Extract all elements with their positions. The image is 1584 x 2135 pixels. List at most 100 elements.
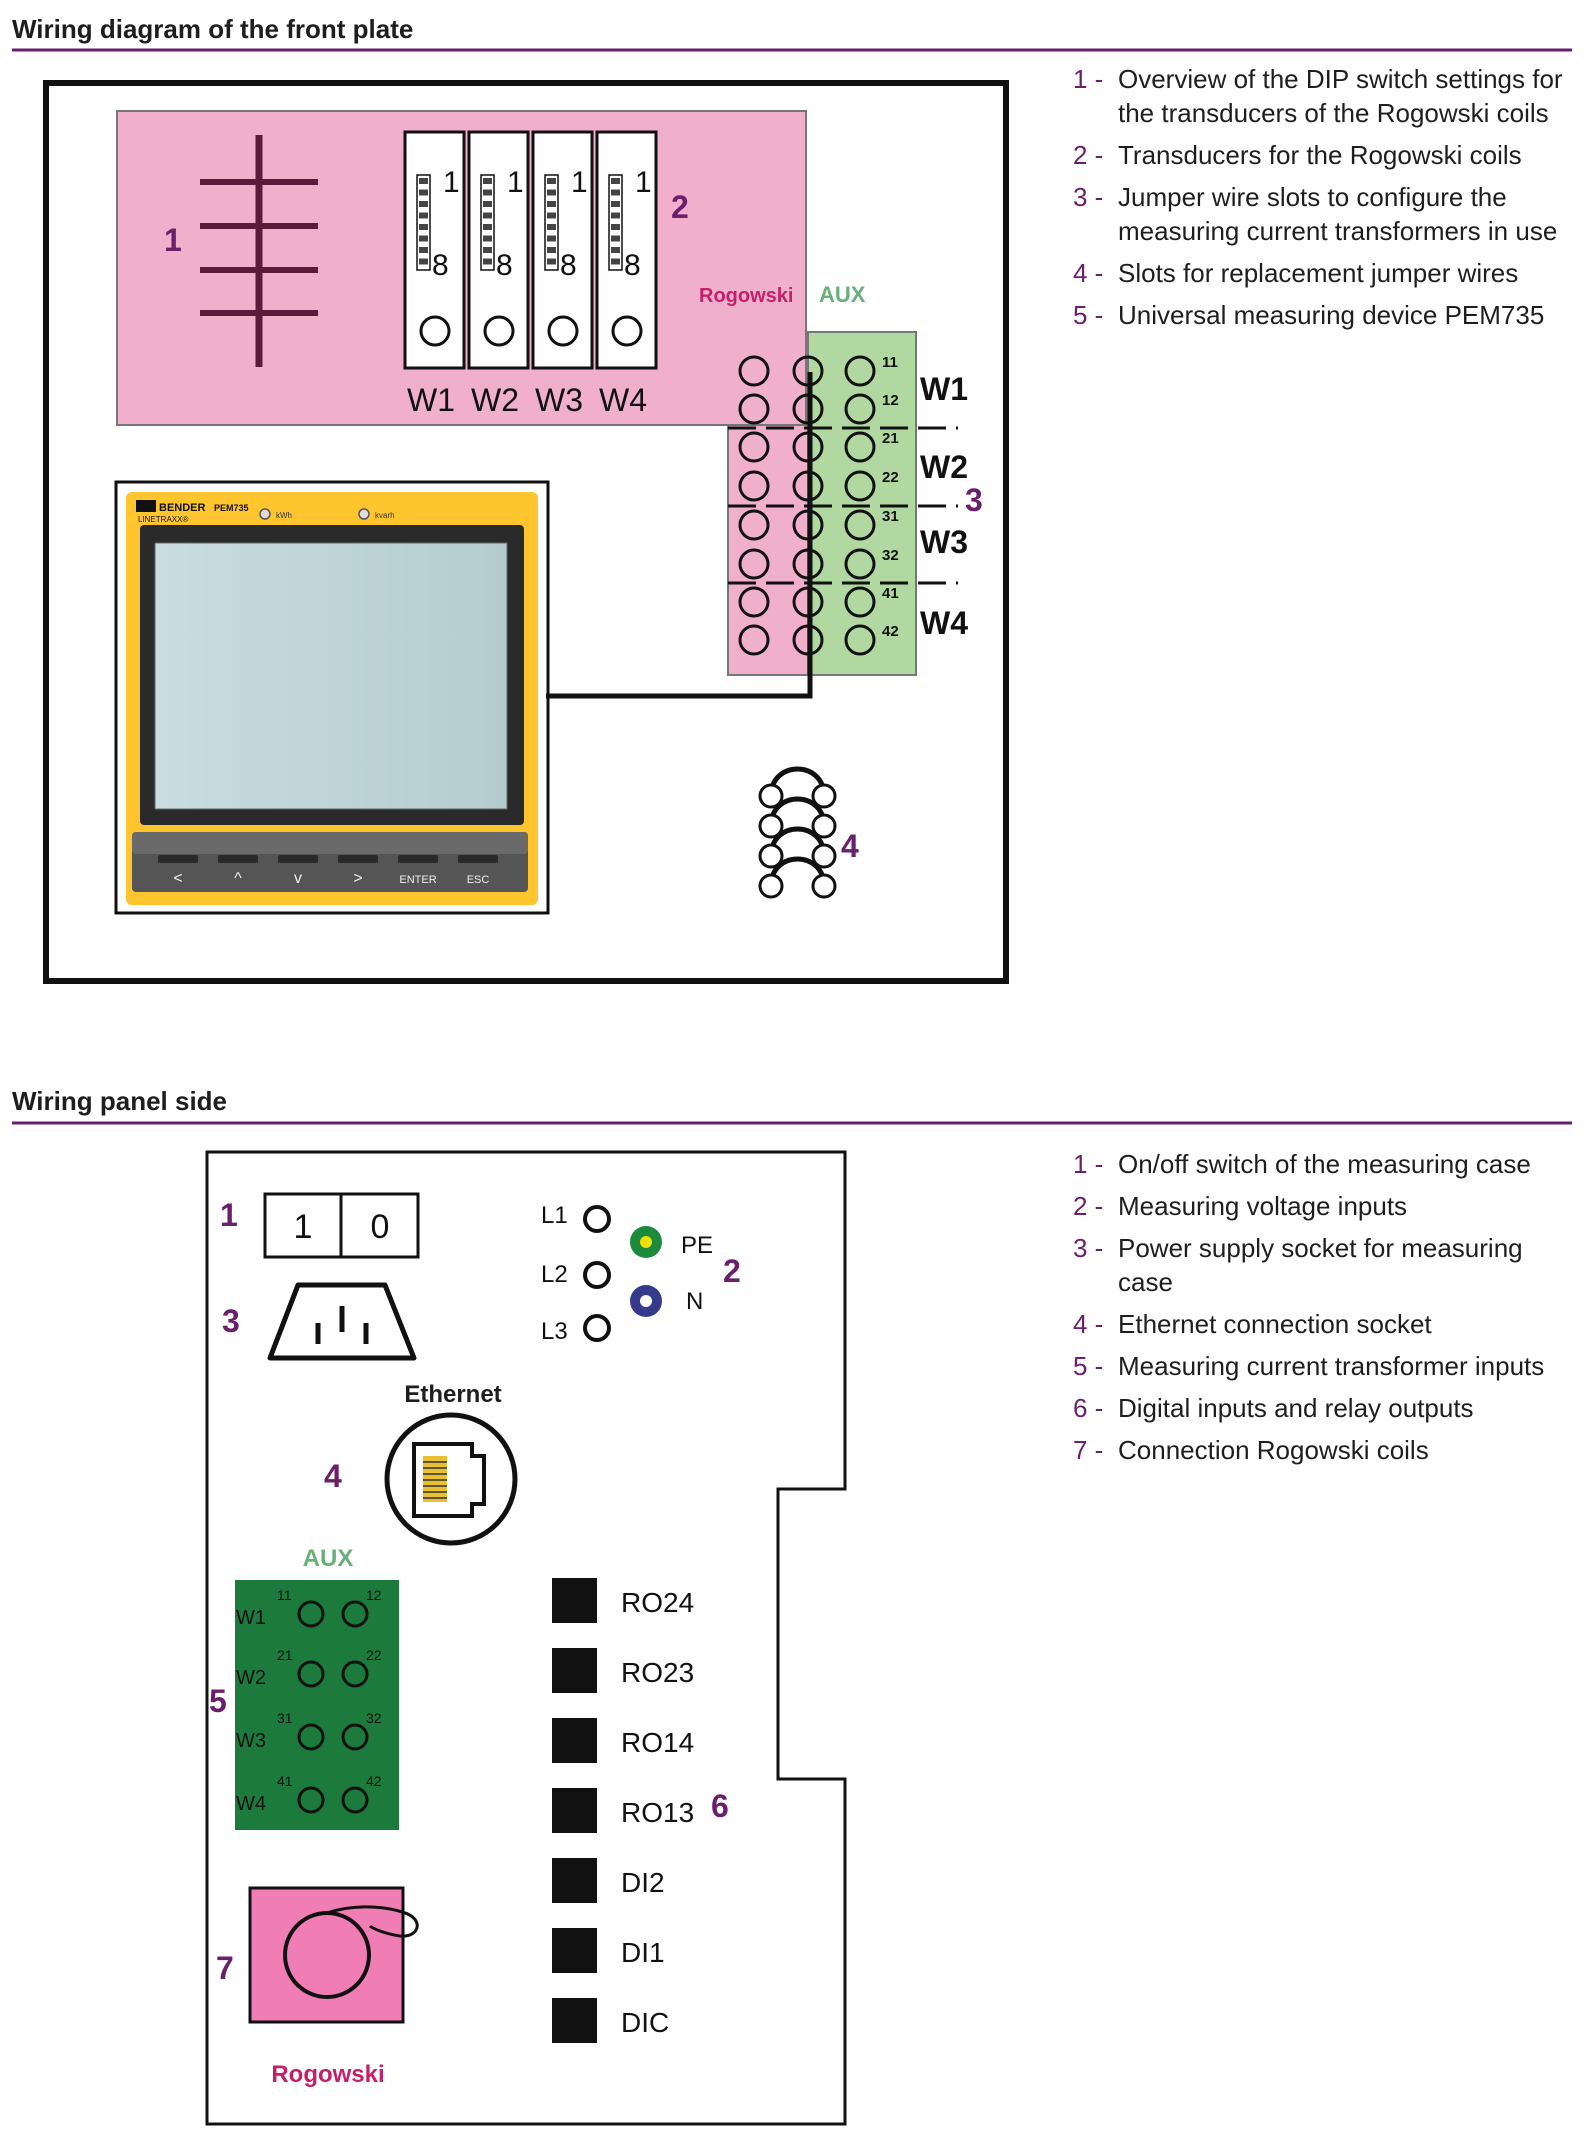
- terminal-number: 41: [882, 585, 899, 602]
- section1-title: Wiring diagram of the front plate: [12, 14, 413, 44]
- ethernet-socket[interactable]: [384, 1412, 518, 1546]
- aux-input-terminal: [297, 1600, 325, 1628]
- power-socket-icon: [267, 1282, 417, 1361]
- legend2-item: 5 -Measuring current transformer inputs: [1073, 1349, 1573, 1383]
- led-kwh-icon: [259, 508, 271, 520]
- spare-jumper-icon: [758, 856, 837, 899]
- terminal-number: 32: [882, 547, 899, 564]
- aux-input-terminal: [297, 1723, 325, 1751]
- aux-terminal-number: 32: [366, 1710, 382, 1726]
- panel-callout-3: 3: [222, 1303, 240, 1339]
- bender-logo-icon: [136, 500, 156, 512]
- led-kvarh-icon: [358, 508, 370, 520]
- panel-aux-label: AUX: [303, 1545, 354, 1572]
- aux-channel-label: W4: [236, 1793, 266, 1815]
- terminal-number: 21: [882, 430, 899, 447]
- legend-text: Power supply socket for measuring case: [1118, 1233, 1523, 1297]
- legend-text: Transducers for the Rogowski coils: [1118, 140, 1522, 170]
- legend2-item: 7 -Connection Rogowski coils: [1073, 1433, 1573, 1467]
- dip-switch-icon: [480, 174, 495, 271]
- io-terminal: [552, 1788, 597, 1833]
- device-button[interactable]: [458, 855, 498, 863]
- transducer-knob-icon: [547, 315, 579, 347]
- jumper-slot: [844, 586, 876, 618]
- jumper-slot: [844, 509, 876, 541]
- callout-2: 2: [671, 189, 689, 225]
- legend-text: Connection Rogowski coils: [1118, 1435, 1429, 1465]
- device-button[interactable]: [278, 855, 318, 863]
- legend-text: Universal measuring device PEM735: [1118, 300, 1545, 330]
- io-terminal: [552, 1998, 597, 2043]
- callout-4: 4: [841, 828, 859, 864]
- voltage-inputs: L1 L2 L3 PE N: [541, 1202, 713, 1345]
- io-terminal: [552, 1718, 597, 1763]
- io-terminal-label: DIC: [621, 2007, 669, 2038]
- led-kvarh-label: kvarh: [375, 511, 395, 520]
- legend-number: 4 -: [1073, 1309, 1104, 1339]
- panel-callout-1: 1: [220, 1197, 238, 1233]
- spare-jumper-wires: [758, 766, 837, 899]
- legend2-item: 2 -Measuring voltage inputs: [1073, 1189, 1573, 1223]
- lcd-screen: [154, 542, 508, 810]
- aux-label: AUX: [819, 282, 866, 307]
- spare-jumper-icon: [758, 766, 837, 809]
- io-terminal-label: RO13: [621, 1797, 694, 1828]
- callout-1: 1: [164, 222, 182, 258]
- front-plate-frame: [43, 80, 1009, 984]
- legend1-item: 2 - Transducers for the Rogowski coils: [1073, 138, 1573, 172]
- jumper-slot: [844, 355, 876, 387]
- jumper-slot: [738, 509, 770, 541]
- legend-number: 4 -: [1073, 258, 1104, 288]
- aux-channel-label: W3: [236, 1730, 266, 1752]
- transducer-knob-icon: [611, 315, 643, 347]
- panel-callout-2: 2: [723, 1253, 741, 1289]
- terminal-number: 31: [882, 508, 899, 525]
- switch-off-label: 0: [371, 1208, 390, 1246]
- aux-channel-label: W2: [236, 1667, 266, 1689]
- rogowski-socket[interactable]: [248, 1886, 419, 2024]
- device-button[interactable]: [338, 855, 378, 863]
- dip-switch-icon: [416, 174, 431, 271]
- legend-number: 2 -: [1073, 140, 1104, 170]
- panel-rogowski-label: Rogowski: [271, 2061, 384, 2088]
- legend-number: 3 -: [1073, 182, 1104, 212]
- io-terminal-label: DI2: [621, 1867, 665, 1898]
- panel-callout-4: 4: [324, 1458, 342, 1494]
- jumper-slot: [844, 470, 876, 502]
- io-terminal: [552, 1648, 597, 1693]
- device-button[interactable]: [218, 855, 258, 863]
- legend-number: 3 -: [1073, 1233, 1104, 1263]
- device-button[interactable]: [158, 855, 198, 863]
- aux-input-terminal: [341, 1660, 369, 1688]
- device-button[interactable]: [398, 855, 438, 863]
- dip-position-1-label: 1: [635, 166, 652, 199]
- aux-terminal-number: 12: [366, 1587, 382, 1603]
- dip-position-8-label: 8: [496, 249, 513, 282]
- aux-terminal-number: 41: [277, 1773, 293, 1789]
- legend1-item: 4 -Slots for replacement jumper wires: [1073, 256, 1573, 290]
- pe-label: PE: [681, 1232, 713, 1259]
- aux-input-terminal: [297, 1786, 325, 1814]
- io-terminal-label: RO14: [621, 1727, 694, 1758]
- aux-input-terminal: [341, 1786, 369, 1814]
- legend-number: 1 -: [1073, 1149, 1104, 1179]
- transducer-label: W4: [599, 382, 647, 418]
- on-off-switch[interactable]: 1 0: [263, 1192, 420, 1259]
- aux-channel-label: W1: [236, 1607, 266, 1629]
- legend1-item: 3 -Jumper wire slots to configure the me…: [1073, 180, 1573, 248]
- aux-input-terminal: [341, 1600, 369, 1628]
- dip-switch-icon: [608, 174, 623, 271]
- n-label: N: [686, 1288, 703, 1315]
- panel-callout-7: 7: [216, 1950, 234, 1986]
- device-button-label: ^: [234, 870, 242, 887]
- aux-terminal-number: 31: [277, 1710, 293, 1726]
- legend-text: Overview of the DIP switch settings for …: [1118, 64, 1563, 128]
- io-terminal: [552, 1578, 597, 1623]
- io-terminal-label: RO23: [621, 1657, 694, 1688]
- device-button-label: <: [173, 870, 182, 887]
- jumper-slot: [844, 548, 876, 580]
- jumper-group-label: W4: [920, 605, 968, 641]
